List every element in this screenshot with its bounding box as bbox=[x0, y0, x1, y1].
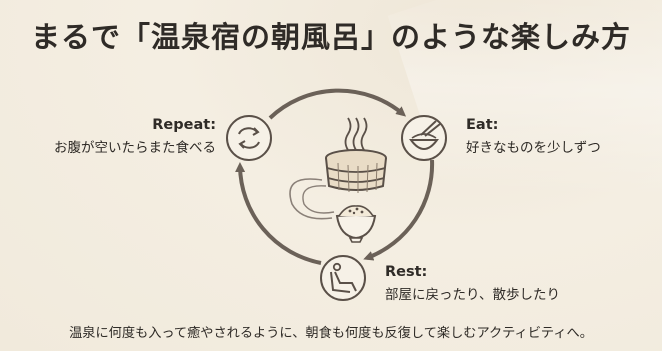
step-repeat: Repeat: お腹が空いたらまた食べる bbox=[54, 117, 216, 156]
steaming-bath-tub-and-rice-bowl-icon bbox=[289, 117, 387, 243]
step-repeat-description: お腹が空いたらまた食べる bbox=[54, 140, 216, 156]
reclining-person-icon bbox=[320, 255, 366, 301]
step-rest-description: 部屋に戻ったり、散歩したり bbox=[385, 287, 560, 303]
step-rest: Rest: 部屋に戻ったり、散歩したり bbox=[385, 264, 560, 303]
refresh-icon bbox=[226, 115, 272, 161]
step-eat: Eat: 好きなものを少しずつ bbox=[466, 117, 601, 156]
footer-caption: 温泉に何度も入って癒やされるように、朝食も何度も反復して楽しむアクティビティへ。 bbox=[69, 326, 593, 341]
rice-bowl-chopsticks-icon bbox=[401, 115, 447, 161]
step-eat-heading: Eat: bbox=[466, 117, 499, 133]
page-title: まるで「温泉宿の朝風呂」のような楽しみ方 bbox=[30, 20, 631, 54]
arrow-repeat-to-eat bbox=[268, 88, 407, 120]
step-repeat-heading: Repeat: bbox=[152, 117, 216, 133]
arrow-eat-to-rest bbox=[363, 159, 435, 261]
step-rest-heading: Rest: bbox=[385, 264, 428, 280]
arrow-rest-to-repeat bbox=[235, 162, 322, 265]
step-eat-description: 好きなものを少しずつ bbox=[466, 140, 601, 156]
